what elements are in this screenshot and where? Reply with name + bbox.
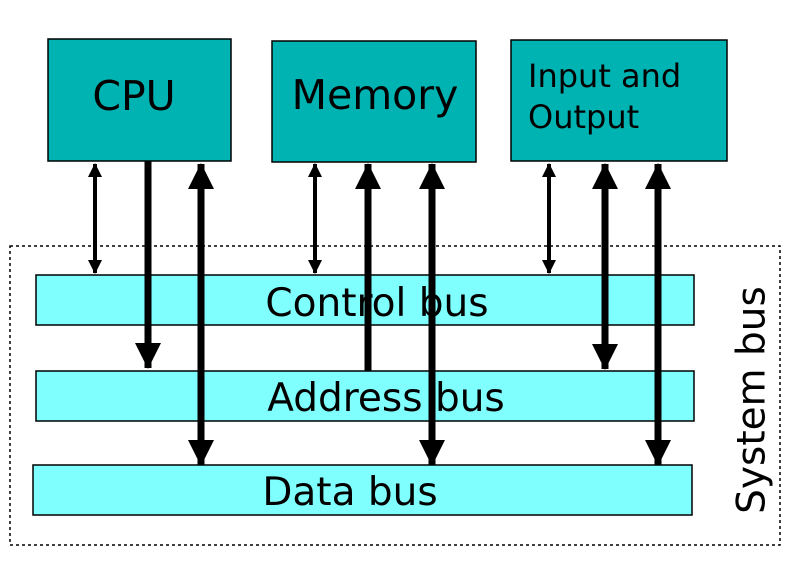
address-bus-label: Address bus (267, 376, 505, 421)
input-output-box (510, 39, 728, 162)
control-bus-label: Control bus (265, 281, 488, 326)
system-bus-label: System bus (730, 286, 775, 514)
address-bus-bar (35, 370, 695, 422)
data-bus-bar (32, 464, 693, 516)
cpu-box (47, 38, 232, 162)
memory-box (271, 40, 477, 163)
memory-label: Memory (292, 71, 459, 119)
system-bus-boundary (9, 245, 781, 546)
cpu-label: CPU (92, 72, 175, 120)
data-bus-label: Data bus (262, 470, 437, 515)
input-output-label-line2: Output (528, 98, 639, 136)
input-output-label-line1: Input and (528, 57, 681, 95)
